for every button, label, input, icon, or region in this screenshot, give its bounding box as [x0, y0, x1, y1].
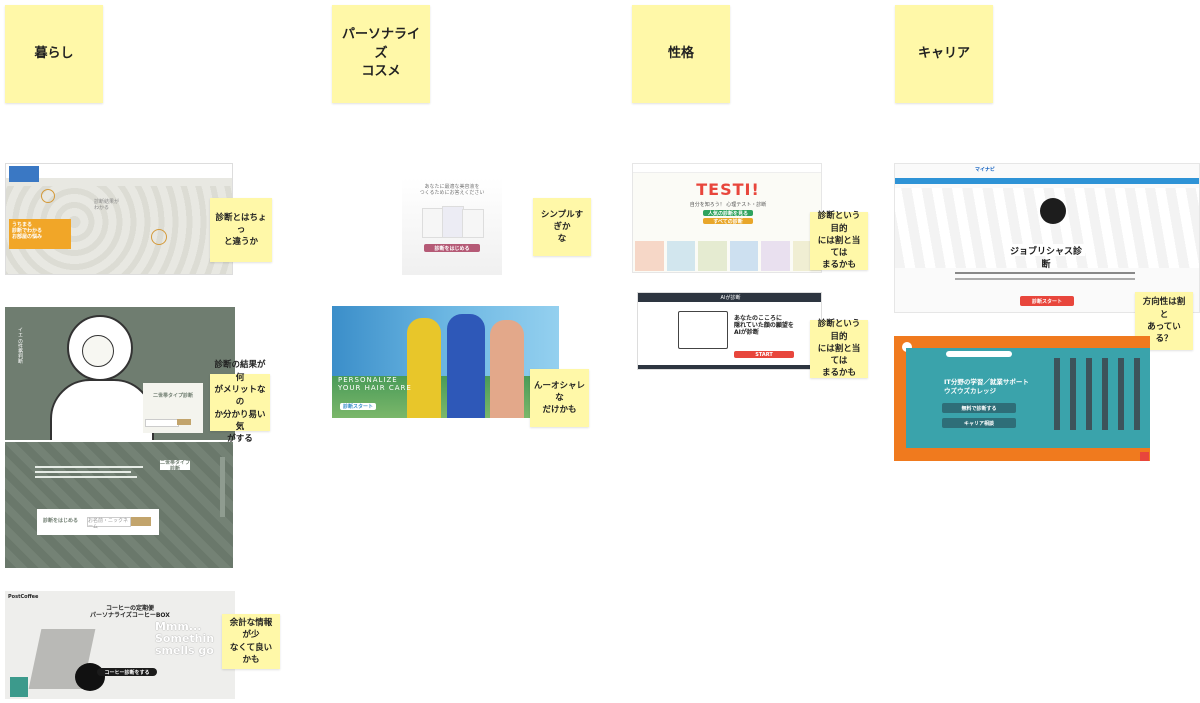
screenshot-ai[interactable]: AIが診断 あなたのこころに 隠れていた顔の願望を AIが診断 START: [637, 292, 822, 370]
site-header: [638, 293, 821, 302]
submit-button[interactable]: [131, 517, 151, 526]
column-header-cosme[interactable]: パーソナライズ コスメ: [332, 5, 430, 103]
text-line: [955, 278, 1135, 280]
hero-tagline: コーヒーの定期便 パーソナライズコーヒーBOX: [90, 605, 170, 620]
screenshot-mynavi[interactable]: マイナビ ジョブリシャス診断 診断スタート: [894, 163, 1200, 313]
people-photo: [1054, 358, 1144, 430]
site-logo: TESTI!: [696, 180, 760, 199]
name-input[interactable]: お名前・ニックネーム: [87, 517, 131, 530]
sticky-note[interactable]: 診断という目的 には割と当ては まるかも: [810, 211, 868, 270]
popular-button[interactable]: 人気の診断を見る: [703, 210, 753, 217]
start-label: 診断をはじめる: [43, 518, 79, 524]
hero-banner: うちまる 診断でわかる お部屋の悩み: [9, 219, 71, 249]
site-logo: PostCoffee: [8, 594, 39, 600]
screenshot-it-school[interactable]: IT分野の学習／就業サポート ウズウズカレッジ 無料で診断する キャリア相談: [894, 336, 1150, 461]
hero-title: ジョブリシャス診断: [1007, 244, 1085, 270]
product-bottle: [442, 206, 464, 238]
sticky-note[interactable]: 方向性は割と あっている？: [1135, 292, 1193, 350]
site-title: AIが診断: [720, 295, 741, 301]
model-pink: [490, 320, 524, 418]
start-diagnosis-button[interactable]: 診断をはじめる: [424, 244, 480, 252]
all-tests-button[interactable]: すべての診断: [703, 218, 753, 225]
column-header-career[interactable]: キャリア: [895, 5, 993, 103]
model-yellow: [407, 318, 441, 418]
column-header-seikaku[interactable]: 性格: [632, 5, 730, 103]
site-header: [633, 164, 821, 173]
chat-icon[interactable]: [1140, 452, 1149, 461]
screenshot-coffee[interactable]: PostCoffee コーヒーの定期便 パーソナライズコーヒーBOX Mmm..…: [5, 591, 235, 699]
screenshot-testi[interactable]: TESTI! 自分を知ろう！ 心理テスト・診断 人気の診断を見る すべての診断: [632, 163, 822, 273]
nav-bar[interactable]: [895, 178, 1199, 184]
career-consult-button[interactable]: キャリア相談: [942, 418, 1016, 428]
site-header: [6, 164, 232, 178]
intro-text-block: [35, 466, 155, 506]
page-title: 二世帯タイプ診断: [160, 460, 191, 472]
site-logo: マイナビ: [975, 167, 995, 173]
coffee-diagnosis-button[interactable]: コーヒー診断をする: [97, 668, 157, 676]
product-bottle: [422, 208, 444, 238]
screenshot-kurashi-1[interactable]: うちまる 診断でわかる お部屋の悩み 診断結果が わかる: [5, 163, 233, 275]
speech-bubble: 診断結果が わかる: [94, 199, 120, 211]
character-illustration: [151, 229, 167, 245]
submit-button[interactable]: [177, 419, 191, 425]
coffee-cup-image: [75, 663, 105, 691]
product-box: [10, 677, 28, 697]
vertical-side-text: [220, 457, 225, 517]
character-illustration: [41, 189, 55, 203]
screenshot-kurashi-2[interactable]: イエ の性格判断 二世帯タイプ診断: [5, 307, 235, 440]
screenshot-cosme-2[interactable]: PERSONALIZE YOUR HAIR CARE 診断スタート: [332, 306, 559, 418]
column-header-kurashi[interactable]: 暮らし: [5, 5, 103, 103]
free-diagnosis-button[interactable]: 無料で診断する: [942, 403, 1016, 413]
sticky-note[interactable]: 診断の結果が何 がメリットなの か分かり易い気 がする: [210, 360, 270, 444]
site-logo: [902, 342, 912, 352]
character-face: [82, 335, 114, 367]
background-pattern: [5, 442, 233, 568]
sticky-note[interactable]: 余計な情報が少 なくて良いかも: [222, 614, 280, 669]
sticky-note[interactable]: んーオシャレな だけかも: [530, 369, 589, 427]
product-bottle: [462, 209, 484, 238]
intro-text: あなたに最適な美容液を つくるためにお答えください: [419, 184, 485, 196]
site-logo: [9, 166, 39, 182]
hero-headline: Mmm... Somethin smells go: [155, 620, 215, 658]
hero-title: あなたのこころに 隠れていた顔の願望を AIが診断: [734, 315, 794, 337]
input-field[interactable]: [145, 419, 179, 427]
site-footer: [638, 365, 821, 369]
start-button[interactable]: 診断スタート: [340, 403, 376, 410]
character-body: [50, 379, 154, 440]
sticky-note[interactable]: シンプルすぎか な: [533, 198, 591, 256]
sticky-note[interactable]: 診断という目的 には割と当ては まるかも: [810, 319, 868, 378]
header-pill: [946, 351, 1012, 357]
screenshot-cosme-1[interactable]: あなたに最適な美容液を つくるためにお答えください 診断をはじめる: [402, 178, 502, 275]
start-button[interactable]: 診断スタート: [1020, 296, 1074, 306]
vertical-title: イエ の性格判断: [17, 327, 23, 364]
character-head: [1040, 198, 1066, 224]
tagline: 自分を知ろう！ 心理テスト・診断: [689, 202, 767, 208]
sticky-note[interactable]: 診断とはちょっ と違うか: [210, 198, 272, 262]
hero-text: PERSONALIZE YOUR HAIR CARE: [338, 376, 412, 392]
text-line: [955, 272, 1135, 274]
card-row: [635, 241, 821, 271]
model-blue: [447, 314, 485, 418]
start-button[interactable]: START: [734, 351, 794, 358]
badge-label: 二世帯タイプ診断: [152, 393, 193, 399]
hero-title: IT分野の学習／就業サポート ウズウズカレッジ: [944, 378, 1029, 396]
tablet-illustration: [678, 311, 728, 349]
screenshot-kurashi-3[interactable]: 二世帯タイプ診断 診断をはじめる お名前・ニックネーム: [5, 442, 233, 568]
